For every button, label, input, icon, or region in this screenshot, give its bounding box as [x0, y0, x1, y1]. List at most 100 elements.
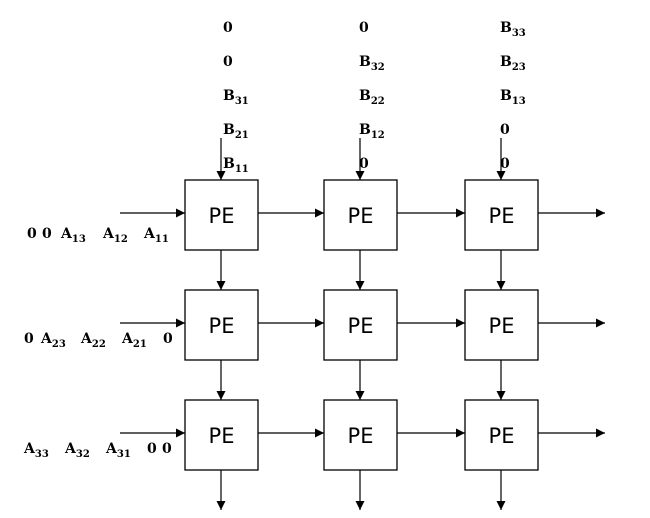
row-2-input-1: 0 [24, 331, 34, 347]
label-subscript: 33 [35, 449, 49, 460]
label-base: A [121, 331, 134, 347]
label-base: 0 [162, 441, 172, 457]
pe-box-r2-c3 [464, 289, 539, 361]
label-base: 0 [359, 20, 369, 36]
row-1-input-2: 0 [42, 226, 52, 242]
row-2-input-3: A22 [80, 331, 106, 350]
col-1-input-1: 0 [223, 20, 233, 36]
label-subscript: 11 [235, 164, 249, 175]
row-1-input-4: A12 [102, 226, 128, 245]
label-base: 0 [500, 122, 510, 138]
col-3-input-4: 0 [500, 122, 510, 138]
label-base: B [359, 88, 371, 104]
label-subscript: 13 [512, 96, 526, 107]
col-1-input-3: B31 [223, 88, 249, 107]
label-subscript: 21 [133, 339, 147, 350]
label-base: 0 [223, 54, 233, 70]
label-base: 0 [163, 331, 173, 347]
pe-box-r1-c2 [323, 179, 398, 251]
row-2-input-4: A21 [121, 331, 147, 350]
pe-box-r1-c1 [184, 179, 259, 251]
pe-box-r2-c2 [323, 289, 398, 361]
label-subscript: 12 [371, 130, 385, 141]
label-base: A [80, 331, 93, 347]
col-3-input-2: B23 [500, 54, 526, 73]
pe-box-r2-c1 [184, 289, 259, 361]
label-base: 0 [500, 156, 510, 172]
row-2-input-2: A23 [40, 331, 66, 350]
pe-label-r1-c3: PE [489, 204, 515, 228]
label-base: A [23, 441, 36, 457]
label-base: B [500, 54, 512, 70]
label-base: B [359, 54, 371, 70]
row-3-input-5: 0 [162, 441, 172, 457]
label-base: 0 [42, 226, 52, 242]
col-3-input-5: 0 [500, 156, 510, 172]
col-1-input-4: B21 [223, 122, 249, 141]
label-base: B [500, 88, 512, 104]
label-subscript: 21 [235, 130, 249, 141]
label-base: A [143, 226, 156, 242]
row-1-input-1: 0 [27, 226, 37, 242]
col-1-input-5: B11 [223, 156, 249, 175]
label-base: 0 [359, 156, 369, 172]
row-1-input-3: A13 [60, 226, 86, 245]
pe-box-r3-c2 [323, 399, 398, 471]
row-2-input-5: 0 [163, 331, 173, 347]
label-base: A [40, 331, 53, 347]
col-1-input-2: 0 [223, 54, 233, 70]
label-base: A [64, 441, 77, 457]
label-subscript: 23 [52, 339, 66, 350]
col-3-input-3: B13 [500, 88, 526, 107]
label-subscript: 32 [76, 449, 90, 460]
pe-label-r2-c2: PE [348, 314, 374, 338]
label-subscript: 22 [371, 96, 385, 107]
row-3-input-4: 0 [147, 441, 157, 457]
pe-box-r1-c3 [464, 179, 539, 251]
label-base: B [223, 156, 235, 172]
pe-layer: PE PE PE PE PE PE PE PE PE [184, 179, 539, 471]
label-subscript: 12 [114, 234, 128, 245]
pe-label-r3-c3: PE [489, 424, 515, 448]
label-base: A [105, 441, 118, 457]
label-subscript: 22 [92, 339, 106, 350]
label-base: B [223, 122, 235, 138]
label-base: 0 [27, 226, 37, 242]
pe-label-r2-c3: PE [489, 314, 515, 338]
label-subscript: 11 [155, 234, 169, 245]
label-base: A [60, 226, 73, 242]
col-3-input-1: B33 [500, 20, 526, 39]
col-2-input-5: 0 [359, 156, 369, 172]
wires-layer [120, 138, 605, 510]
row-3-input-3: A31 [105, 441, 131, 460]
label-base: B [223, 88, 235, 104]
label-base: A [102, 226, 115, 242]
label-subscript: 23 [512, 62, 526, 73]
label-subscript: 31 [117, 449, 131, 460]
label-base: 0 [24, 331, 34, 347]
row-3-input-1: A33 [23, 441, 49, 460]
col-2-input-3: B22 [359, 88, 385, 107]
pe-label-r1-c2: PE [348, 204, 374, 228]
pe-box-r3-c1 [184, 399, 259, 471]
label-subscript: 13 [72, 234, 86, 245]
col-2-input-4: B12 [359, 122, 385, 141]
label-subscript: 33 [512, 28, 526, 39]
col-2-input-1: 0 [359, 20, 369, 36]
pe-label-r3-c1: PE [209, 424, 235, 448]
pe-label-r3-c2: PE [348, 424, 374, 448]
label-base: B [359, 122, 371, 138]
row-3-input-2: A32 [64, 441, 90, 460]
label-base: 0 [147, 441, 157, 457]
row-1-input-5: A11 [143, 226, 169, 245]
label-base: 0 [223, 20, 233, 36]
label-base: B [500, 20, 512, 36]
pe-label-r2-c1: PE [209, 314, 235, 338]
label-subscript: 31 [235, 96, 249, 107]
label-subscript: 32 [371, 62, 385, 73]
pe-box-r3-c3 [464, 399, 539, 471]
col-2-input-2: B32 [359, 54, 385, 73]
pe-label-r1-c1: PE [209, 204, 235, 228]
